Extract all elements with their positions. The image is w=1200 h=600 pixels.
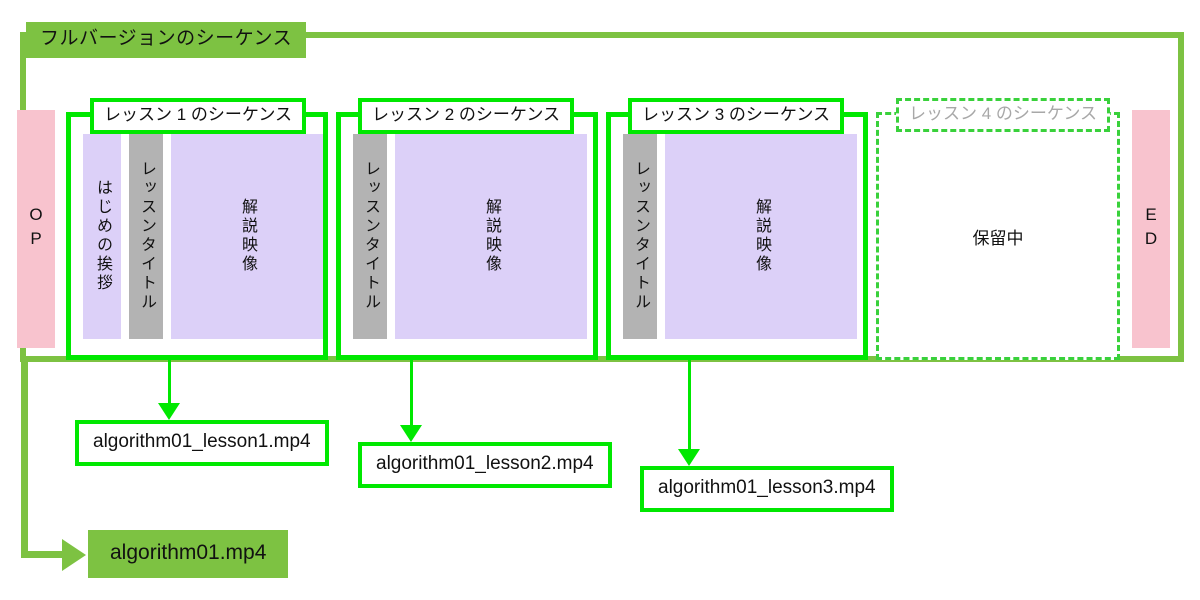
output-file-full: algorithm01.mp4: [88, 530, 289, 578]
lesson-2-output-arrowhead: [400, 425, 422, 442]
lesson-2-sequence-title: レッスン 2 のシーケンス: [358, 98, 575, 135]
final-output-connector-vertical: [21, 362, 28, 558]
lesson-1-output-arrowhead: [158, 403, 180, 420]
lesson-2-clip-video-label: 解説映像: [483, 198, 500, 274]
lesson-1-clip-title-label: レッスンタイトル: [138, 160, 155, 312]
lesson-1-clip-video-label: 解説映像: [239, 198, 256, 274]
lesson-2-track: レッスンタイトル 解説映像: [341, 117, 599, 355]
lesson-1-clip-greeting: はじめの挨拶: [83, 133, 121, 339]
full-sequence-title: フルバージョンのシーケンス: [26, 22, 307, 58]
lesson-1-clip-greeting-label: はじめの挨拶: [94, 179, 111, 293]
lesson-4-pending-label: 保留中: [972, 228, 1024, 248]
lesson-3-sequence-title: レッスン 3 のシーケンス: [628, 98, 845, 135]
lesson-3-sequence: レッスンタイトル 解説映像: [606, 112, 868, 360]
lesson-3-clip-title: レッスンタイトル: [623, 133, 657, 339]
output-file-lesson2: algorithm01_lesson2.mp4: [358, 442, 612, 488]
ed-clip-label: ED: [1141, 205, 1161, 253]
op-clip-label: OP: [26, 205, 46, 253]
lesson-1-clip-title: レッスンタイトル: [129, 133, 163, 339]
lesson-2-output-connector: [410, 360, 413, 428]
lesson-3-clip-title-label: レッスンタイトル: [632, 160, 649, 312]
final-output-arrowhead: [62, 539, 86, 571]
lesson-2-clip-title: レッスンタイトル: [353, 133, 387, 339]
lesson-3-output-connector: [688, 360, 691, 452]
lesson-1-clip-video: 解説映像: [171, 133, 323, 339]
lesson-1-output-connector: [168, 360, 171, 406]
lesson-3-track: レッスンタイトル 解説映像: [611, 117, 869, 355]
lesson-3-clip-video-label: 解説映像: [753, 198, 770, 274]
output-file-lesson3: algorithm01_lesson3.mp4: [640, 466, 894, 512]
output-file-lesson1: algorithm01_lesson1.mp4: [75, 420, 329, 466]
lesson-2-sequence: レッスンタイトル 解説映像: [336, 112, 598, 360]
final-output-connector-horizontal: [21, 551, 68, 558]
lesson-2-clip-title-label: レッスンタイトル: [362, 160, 379, 312]
lesson-2-clip-video: 解説映像: [395, 133, 587, 339]
lesson-3-output-arrowhead: [678, 449, 700, 466]
lesson-4-pending-body: 保留中: [879, 115, 1117, 357]
ed-clip: ED: [1132, 110, 1170, 348]
lesson-4-sequence-title: レッスン 4 のシーケンス: [896, 98, 1111, 133]
lesson-1-sequence-title: レッスン 1 のシーケンス: [90, 98, 307, 135]
lesson-3-clip-video: 解説映像: [665, 133, 857, 339]
lesson-1-track: はじめの挨拶 レッスンタイトル 解説映像: [71, 117, 335, 355]
lesson-1-sequence: はじめの挨拶 レッスンタイトル 解説映像: [66, 112, 328, 360]
lesson-4-sequence: 保留中: [876, 112, 1120, 360]
op-clip: OP: [17, 110, 55, 348]
